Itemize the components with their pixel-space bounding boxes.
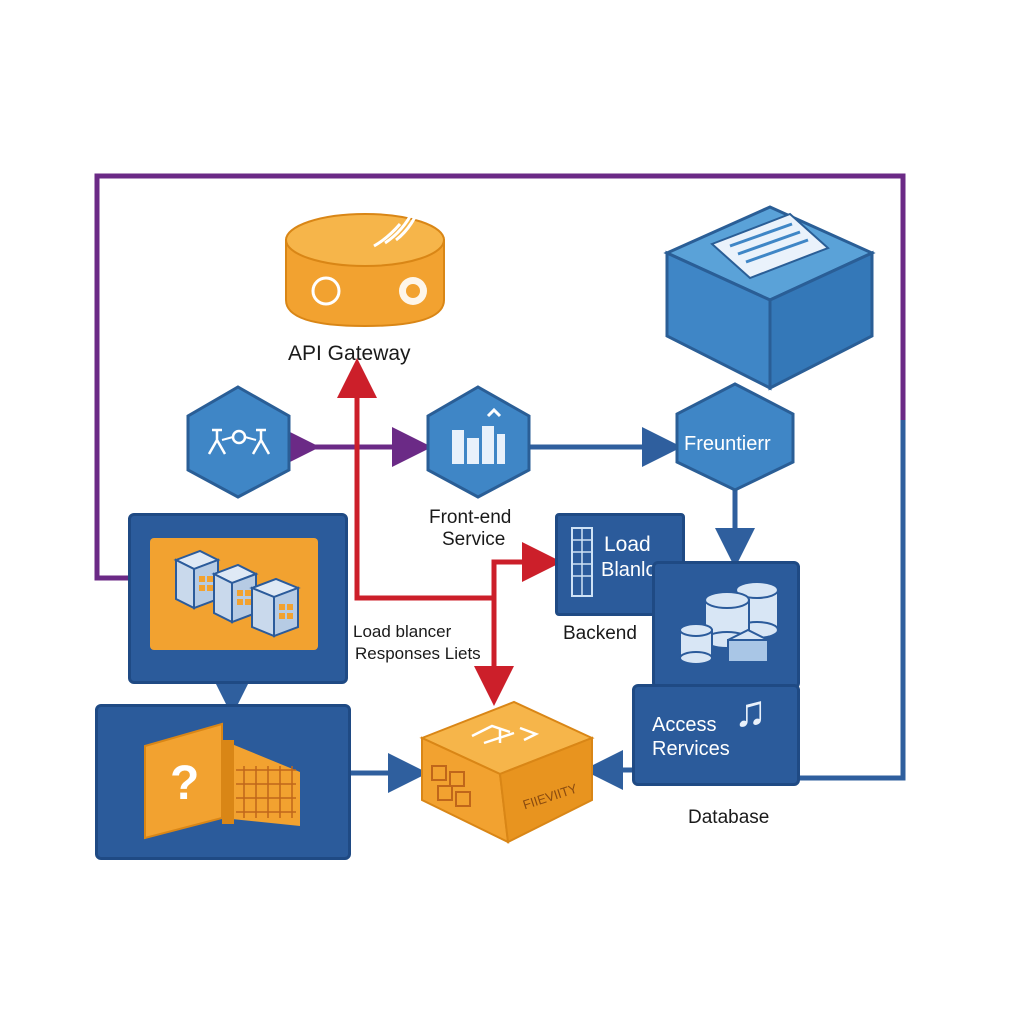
cylinder-gateway-icon	[285, 199, 445, 328]
question-mark-label: ?	[170, 757, 200, 810]
front-end-service-label-2: Service	[442, 529, 506, 550]
access-services-label-1: Access	[652, 714, 717, 736]
load-balancer-box-label-1: Load	[604, 533, 651, 556]
access-services-label-2: Rervices	[652, 738, 730, 760]
database-label: Database	[688, 807, 770, 828]
music-note-icon: ♫	[734, 687, 767, 736]
api-gateway-label: API Gateway	[288, 342, 411, 365]
blue-return-line	[800, 420, 906, 781]
service-hexagon-icon	[426, 385, 531, 499]
document-box-icon	[663, 205, 876, 391]
red-branch-arrow	[491, 542, 562, 598]
backend-label: Backend	[563, 623, 637, 644]
front-end-service-label-1: Front-end	[429, 507, 512, 528]
frontend-hexagon-label: Freuntierr	[684, 433, 771, 455]
network-hexagon-icon	[186, 385, 291, 499]
red-main-line	[354, 382, 514, 706]
access-services-box[interactable]	[632, 684, 800, 786]
load-blancer-label-1: Load blancer	[353, 622, 452, 641]
load-blancer-label-2: Responses Liets	[355, 644, 481, 663]
purple-frame-line	[94, 173, 906, 581]
